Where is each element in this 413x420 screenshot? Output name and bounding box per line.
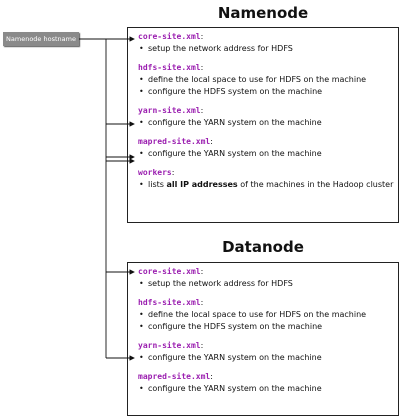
namenode-title: Namenode (217, 4, 309, 22)
namenode-panel: core-site.xml: setup the network address… (127, 27, 399, 223)
file-name: yarn-site.xml (138, 341, 201, 350)
list-item: configure the YARN system on the machine (138, 383, 390, 395)
datanode-panel: core-site.xml: setup the network address… (127, 262, 399, 416)
namenode-hdfs-site: hdfs-site.xml: define the local space to… (138, 63, 390, 98)
list-item: setup the network address for HDFS (138, 278, 390, 290)
list-item: define the local space to use for HDFS o… (138, 74, 390, 86)
list-item: configure the HDFS system on the machine (138, 321, 390, 333)
file-name: core-site.xml (138, 32, 201, 41)
namenode-mapred-site: mapred-site.xml: configure the YARN syst… (138, 137, 390, 160)
file-name: mapred-site.xml (138, 372, 211, 381)
list-item: define the local space to use for HDFS o… (138, 309, 390, 321)
list-item: configure the YARN system on the machine (138, 117, 390, 129)
file-name: hdfs-site.xml (138, 63, 201, 72)
datanode-core-site: core-site.xml: setup the network address… (138, 267, 390, 290)
datanode-mapred-site: mapred-site.xml: configure the YARN syst… (138, 372, 390, 395)
file-name: core-site.xml (138, 267, 201, 276)
list-item: configure the YARN system on the machine (138, 148, 390, 160)
list-item: configure the HDFS system on the machine (138, 86, 390, 98)
datanode-title: Datanode (222, 238, 304, 256)
datanode-yarn-site: yarn-site.xml: configure the YARN system… (138, 341, 390, 364)
datanode-hdfs-site: hdfs-site.xml: define the local space to… (138, 298, 390, 333)
namenode-core-site: core-site.xml: setup the network address… (138, 32, 390, 55)
list-item: setup the network address for HDFS (138, 43, 390, 55)
namenode-yarn-site: yarn-site.xml: configure the YARN system… (138, 106, 390, 129)
list-item: lists all IP addresses of the machines i… (138, 179, 393, 191)
namenode-workers: workers: lists all IP addresses of the m… (138, 168, 393, 191)
file-name: mapred-site.xml (138, 137, 211, 146)
file-name: hdfs-site.xml (138, 298, 201, 307)
list-item: configure the YARN system on the machine (138, 352, 390, 364)
namenode-hostname-label: Namenode hostname (3, 32, 79, 46)
file-name: workers (138, 168, 172, 177)
file-name: yarn-site.xml (138, 106, 201, 115)
